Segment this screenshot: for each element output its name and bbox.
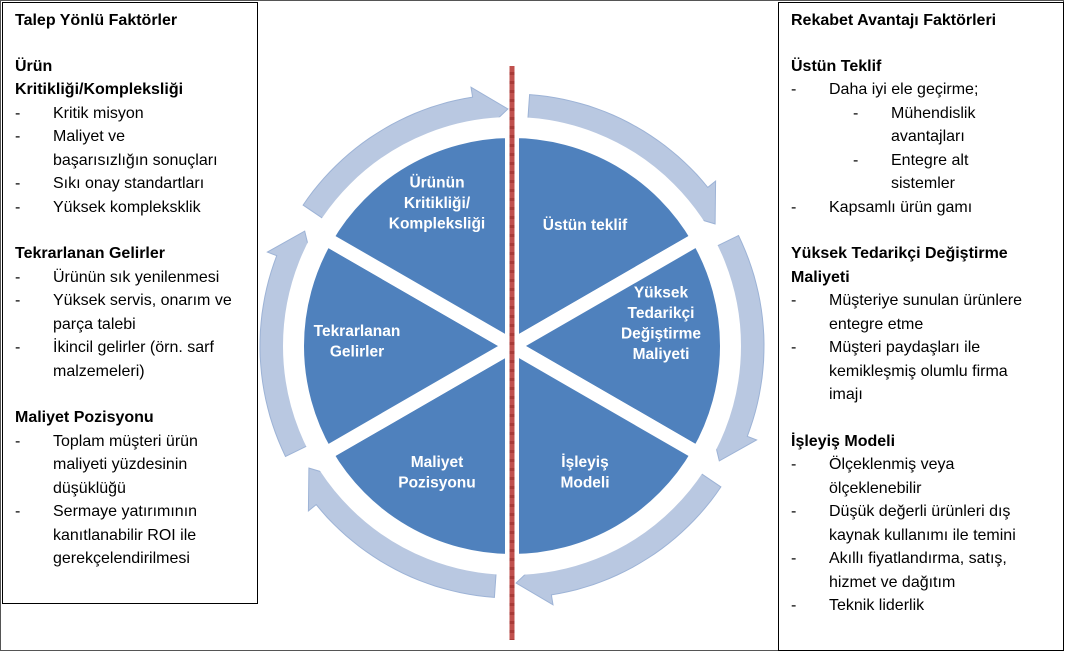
section-title: Üstün Teklif — [791, 57, 882, 75]
section-title: Ürün — [15, 57, 53, 75]
text-line: Ürünün sık yenilenmesi — [53, 268, 220, 286]
section-gap — [15, 383, 249, 406]
text-line: hizmet ve dağıtım — [829, 573, 956, 591]
text-line: Kritik misyon — [53, 104, 144, 122]
factor-section: Tekrarlanan Gelirler - Ürünün sık yenilenm… — [15, 242, 249, 383]
factor-section: Maliyet Pozisyonu - Toplam müşteri ürün mal… — [15, 406, 249, 571]
bullet-item: - Müşteriye sunulan ürünlere entegre etme — [791, 289, 1057, 336]
bullet-dash: - — [791, 550, 797, 567]
text-line: Mühendislik — [891, 104, 976, 122]
section-title: Yüksek Tedarikçi Değiştirme — [791, 245, 1008, 262]
text-line: Akıllı fiyatlandırma, satış, — [829, 550, 1007, 567]
text-line: kemikleşmiş olumlu firma — [829, 362, 1008, 380]
bullet-dash: - — [791, 503, 797, 520]
bullet-item: - Daha iyi ele geçirme; — [791, 78, 1057, 102]
bullet-item: - Ölçeklenmiş veya ölçeklenebilir — [791, 453, 1057, 500]
text-line: Toplam müşteri ürün — [53, 432, 198, 450]
section-gap — [791, 219, 1057, 242]
text-line: kaynak kullanımı ile temini — [829, 526, 1016, 544]
section-title: İşleyiş Modeli — [791, 432, 896, 450]
panel-title: Rekabet Avantajı Faktörleri — [791, 12, 997, 29]
text-line: Entegre alt — [891, 151, 969, 169]
text-line: Düşük değerli ürünleri dış — [829, 503, 1011, 520]
bullet-dash: - — [15, 432, 21, 450]
bullet-dash: - — [791, 339, 797, 356]
bullet-dash: - — [15, 175, 21, 192]
bullet-item: - Müşteri paydaşları ile kemikleşmiş oluml… — [791, 336, 1057, 407]
bullet-item: - Ürünün sık yenilenmesi — [15, 266, 249, 290]
bullet-item: - Yüksek servis, onarım ve parça talebi — [15, 289, 249, 336]
text-line: Müşteri paydaşları ile — [829, 339, 981, 356]
text-line: malzemeleri) — [53, 362, 145, 380]
bullet-dash: - — [853, 104, 859, 122]
bullet-dash: - — [15, 104, 21, 122]
text-line: Yüksek servis, onarım ve — [53, 292, 232, 309]
text-line: imajı — [829, 386, 863, 403]
bullet-item: - Kapsamlı ürün gamı — [791, 196, 1057, 220]
bullet-dash: - — [791, 597, 797, 614]
bullet-item: - Kritik misyon — [15, 102, 249, 126]
bullet-dash: - — [791, 292, 797, 309]
text-line: düşüklüğü — [53, 479, 126, 497]
bullet-dash: - — [791, 198, 797, 216]
bullet-item: - Sermaye yatırımının kanıtlanabilir ROI i… — [15, 500, 249, 571]
text-line: Maliyet ve — [53, 128, 126, 145]
bullet-dash: - — [15, 503, 21, 520]
text-line: Müşteriye sunulan ürünlere — [829, 292, 1022, 309]
text-line: avantajları — [891, 128, 965, 145]
bullet-dash: - — [853, 151, 859, 169]
sub-bullet-item: - Mühendislik avantajları — [791, 102, 1057, 149]
text-line: entegre etme — [829, 315, 924, 333]
bullet-item: - Yüksek kompleksklik — [15, 196, 249, 220]
text-line: başarısızlığın sonuçları — [53, 151, 218, 169]
text-line: parça talebi — [53, 315, 136, 333]
bullet-dash: - — [791, 81, 797, 98]
bullet-item: - Toplam müşteri ürün maliyeti yüzdesinin d… — [15, 430, 249, 501]
bullet-dash: - — [15, 268, 21, 286]
section-title: Tekrarlanan Gelirler — [15, 245, 165, 262]
bullet-dash: - — [15, 292, 21, 309]
bullet-item: - Akıllı fiyatlandırma, satış, hizmet ve d… — [791, 547, 1057, 594]
text-line: Sıkı onay standartları — [53, 175, 205, 192]
bullet-dash: - — [791, 456, 797, 473]
text-line: Sermaye yatırımının — [53, 503, 198, 520]
text-line: sistemler — [891, 175, 956, 192]
bullet-item: - Maliyet ve başarısızlığın sonuçları — [15, 125, 249, 172]
panel-title: Talep Yönlü Faktörler — [15, 12, 178, 29]
text-line: Ölçeklenmiş veya — [829, 456, 955, 473]
text-line: gerekçelendirilmesi — [53, 550, 190, 567]
text-line: Yüksek kompleksklik — [53, 198, 201, 216]
text-line: ölçeklenebilir — [829, 479, 922, 497]
section-title: Maliyeti — [791, 268, 850, 286]
bullet-dash: - — [15, 339, 21, 356]
section-gap — [15, 219, 249, 242]
sub-bullet-item: - Entegre alt sistemler — [791, 149, 1057, 196]
section-title: Kritikliği/Kompleksliği — [15, 81, 184, 98]
section-gap — [791, 407, 1057, 430]
text-line: İkincil gelirler (örn. sarf — [53, 339, 214, 356]
bullet-item: - İkincil gelirler (örn. sarf malzemeleri) — [15, 336, 249, 383]
text-line: kanıtlanabilir ROI ile — [53, 526, 197, 544]
text-line: maliyeti yüzdesinin — [53, 456, 188, 473]
factor-section: Üstün Teklif - Daha iyi ele geçirme; - Mühen… — [791, 55, 1057, 220]
bullet-item: - Düşük değerli ürünleri dış kaynak kullan… — [791, 500, 1057, 547]
bullet-dash: - — [15, 198, 21, 216]
text-line: Kapsamlı ürün gamı — [829, 198, 973, 216]
bullet-item: - Teknik liderlik — [791, 594, 1057, 618]
bullet-item: - Sıkı onay standartları — [15, 172, 249, 196]
factor-section: İşleyiş Modeli - Ölçeklenmiş veya ölçeklene… — [791, 430, 1057, 618]
section-title: Maliyet Pozisyonu — [15, 409, 154, 426]
text-line: Teknik liderlik — [829, 597, 925, 614]
bullet-dash: - — [15, 128, 21, 145]
text-line: Daha iyi ele geçirme; — [829, 81, 979, 98]
